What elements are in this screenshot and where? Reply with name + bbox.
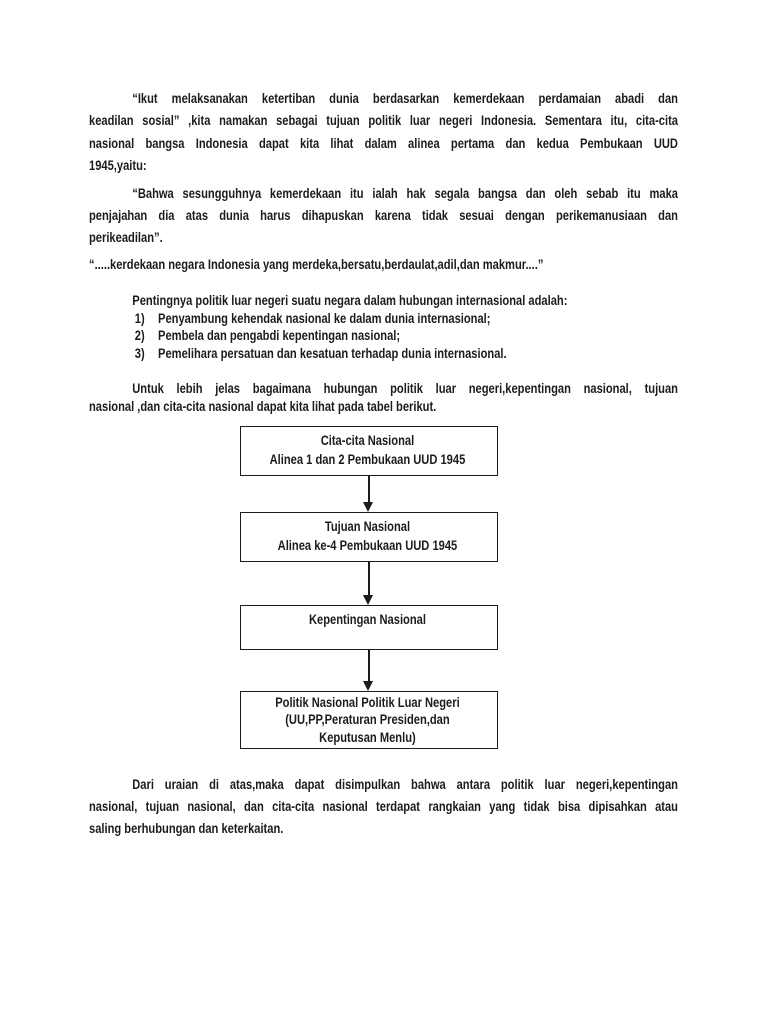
flowchart-box-line: Alinea ke-4 Pembukaan UUD 1945 (277, 537, 458, 553)
flowchart-box-cita-cita-nasional: Cita-cita Nasional Alinea 1 dan 2 Pembuk… (240, 425, 498, 476)
document-content: “Ikut melaksanakan ketertiban dunia berd… (89, 88, 678, 841)
paragraph-line: Untuk lebih jelas bagaimana hubungan pol… (132, 380, 678, 396)
paragraph-preamble-quote: “Bahwa sesungguhnya kemerdekaan itu iala… (89, 183, 678, 250)
paragraph-line: nasional ,dan cita-cita nasional dapat k… (89, 398, 437, 414)
paragraph-line: Dari uraian di atas,maka dapat disimpulk… (132, 776, 678, 792)
paragraph-line: saling berhubungan dan keterkaitan. (89, 821, 284, 837)
list-item: 2) Pembela dan pengabdi kepentingan nasi… (89, 327, 678, 345)
quote-line: “.....kerdekaan negara Indonesia yang me… (89, 256, 544, 272)
paragraph-line: 1945,yaitu: (89, 158, 147, 174)
paragraph-line: keadilan sosial” ,kita namakan sebagai t… (89, 113, 678, 129)
list-item-text: Pemelihara persatuan dan kesatuan terhad… (158, 346, 507, 362)
paragraph-line: nasional bangsa Indonesia dapat kita lih… (89, 135, 678, 151)
flowchart-box-line: Keputusan Menlu) (319, 729, 416, 745)
list-intro: Pentingnya politik luar negeri suatu neg… (132, 292, 568, 308)
list-item: 1) Penyambung kehendak nasional ke dalam… (89, 310, 678, 328)
paragraph-line: penjajahan dia atas dunia harus dihapusk… (89, 208, 678, 224)
flowchart-box-line: Kepentingan Nasional (308, 611, 426, 627)
flowchart-box-politik-nasional-politik-luar-negeri: Politik Nasional Politik Luar Negeri (UU… (240, 690, 498, 749)
list-item-number: 3) (134, 346, 145, 362)
list-item-number: 2) (134, 328, 145, 344)
flowchart: Cita-cita Nasional Alinea 1 dan 2 Pembuk… (89, 416, 678, 756)
list-item-number: 1) (134, 310, 145, 326)
list-item-text: Penyambung kehendak nasional ke dalam du… (158, 310, 491, 326)
flowchart-box-line: Politik Nasional Politik Luar Negeri (275, 694, 460, 710)
list-item: 3) Pemelihara persatuan dan kesatuan ter… (89, 345, 678, 363)
paragraph-table-intro: Untuk lebih jelas bagaimana hubungan pol… (89, 380, 678, 416)
flowchart-box-kepentingan-nasional: Kepentingan Nasional (240, 604, 498, 650)
paragraph-line: perikeadilan”. (89, 230, 163, 246)
paragraph-line: “Ikut melaksanakan ketertiban dunia berd… (132, 91, 678, 106)
paragraph-line: “Bahwa sesungguhnya kemerdekaan itu iala… (132, 185, 678, 201)
list-item-text: Pembela dan pengabdi kepentingan nasiona… (158, 328, 401, 344)
flowchart-box-line: Cita-cita Nasional (320, 432, 415, 448)
flowchart-box-line: (UU,PP,Peraturan Presiden,dan (285, 712, 450, 728)
flowchart-box-tujuan-nasional: Tujuan Nasional Alinea ke-4 Pembukaan UU… (240, 511, 498, 562)
flowchart-box-line: Alinea 1 dan 2 Pembukaan UUD 1945 (269, 451, 466, 467)
paragraph-line: nasional, tujuan nasional, dan cita-cita… (89, 799, 678, 815)
ordered-list: 1) Penyambung kehendak nasional ke dalam… (89, 310, 678, 363)
flowchart-box-line: Tujuan Nasional (324, 518, 411, 534)
paragraph-conclusion: Dari uraian di atas,maka dapat disimpulk… (89, 774, 678, 841)
paragraph-opening: “Ikut melaksanakan ketertiban dunia berd… (89, 88, 678, 178)
